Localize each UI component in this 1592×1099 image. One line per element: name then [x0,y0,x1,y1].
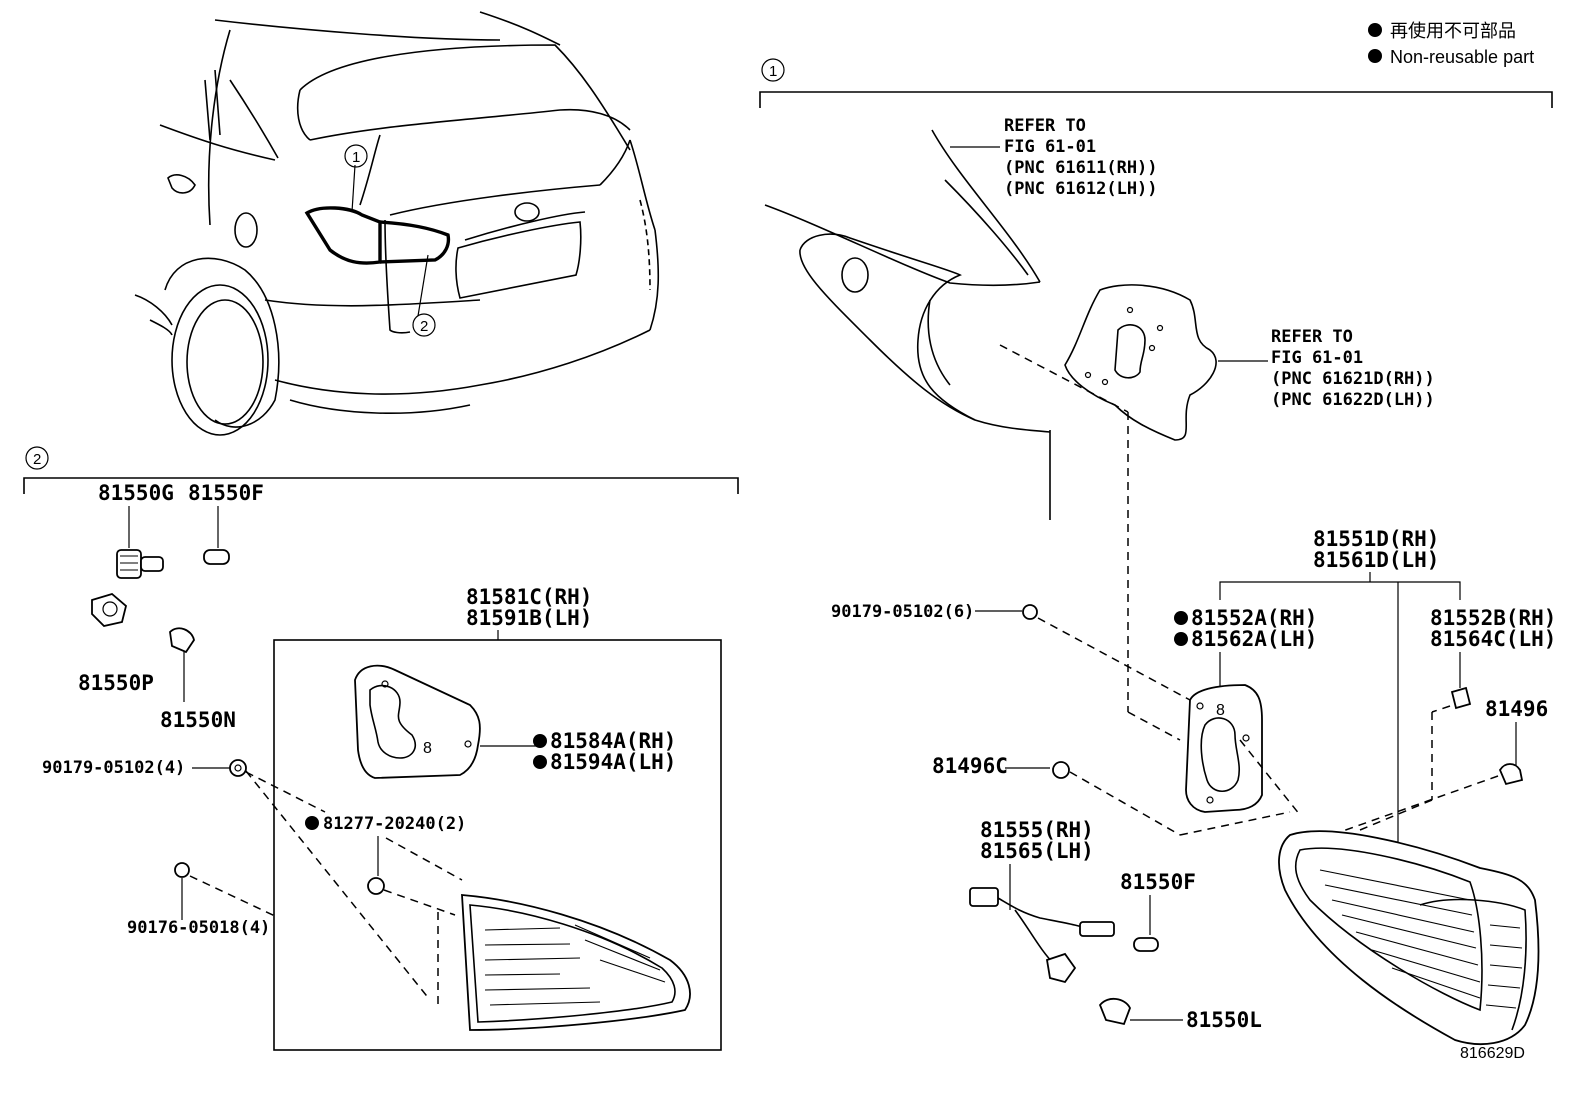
body-panel [764,129,1051,520]
svg-text:8: 8 [1216,702,1225,719]
non-reusable-dot-icon [533,755,547,769]
refer-note-lower: REFER TO FIG 61-01 (PNC 61621D(RH)) (PNC… [1271,327,1435,410]
refer-upper-line4: (PNC 61612(LH)) [1004,179,1158,199]
rear-lamp-body [1278,830,1540,1045]
refer-lower-line4: (PNC 61622D(LH)) [1271,390,1435,410]
refer-upper-line2: FIG 61-01 [1004,137,1096,157]
refer-note-upper: REFER TO FIG 61-01 (PNC 61611(RH)) (PNC … [1004,116,1158,199]
bulb-81550n: 81550N [160,627,236,732]
label-81562a: 81562A(LH) [1191,627,1317,651]
wire-harness-81555: 81555(RH) 81565(LH) [969,818,1115,984]
inner-lamp-assembly-box: 81581C(RH) 81591B(LH) [273,585,722,1051]
non-reusable-dot-icon [1174,611,1188,625]
svg-text:2: 2 [33,451,41,468]
socket-81550p: 81550P [78,592,154,695]
callout-1-car: 1 [344,144,368,168]
label-81561d: 81561D(LH) [1313,548,1439,572]
screw-90179-left: 90179-05102(4) [42,758,326,813]
section-2-bracket: 2 [23,446,739,494]
clip-90176: 90176-05018(4) [127,862,276,938]
rear-lamp-assembly-label: 81551D(RH) 81561D(LH) [1219,527,1461,850]
bulb-81550f-right: 81550F [1120,870,1196,952]
label-81496c: 81496C [932,754,1008,778]
clip-81496: 81496 [1339,697,1548,833]
figure-code: 816629D [1460,1045,1525,1062]
label-81591b: 81591B(LH) [466,606,592,630]
label-81550n: 81550N [160,708,236,732]
label-81551d: 81551D(RH) [1313,527,1439,551]
svg-text:8: 8 [423,740,432,757]
nut-81277: 81277-20240(2) [305,814,466,916]
svg-text:1: 1 [769,63,777,80]
refer-upper-line3: (PNC 61611(RH)) [1004,158,1158,178]
legend-en: Non-reusable part [1390,47,1534,67]
label-81550l: 81550L [1186,1008,1262,1032]
label-81564c: 81564C(LH) [1430,627,1556,651]
label-81550p: 81550P [78,671,154,695]
screw-90179-right: 90179-05102(6) [831,602,1191,701]
label-81581c: 81581C(RH) [466,585,592,609]
label-81584a: 81584A(RH) [550,729,676,753]
non-reusable-dot-icon [1368,23,1382,37]
gasket-81584a: 8 81584A(RH) 81594A(LH) [354,664,676,779]
label-81552b: 81552B(RH) [1430,606,1556,630]
label-90179-4: 90179-05102(4) [42,758,185,778]
label-81496: 81496 [1485,697,1548,721]
bulb-81550f-left: 81550F [188,481,264,565]
legend: 再使用不可部品 Non-reusable part [1368,21,1534,67]
callout-2-car: 2 [412,313,436,337]
label-90179-6: 90179-05102(6) [831,602,974,622]
label-81277: 81277-20240(2) [323,814,466,834]
gasket-81552a: 81552A(RH) 81562A(LH) 8 [1174,606,1317,813]
bulb-81550l: 81550L [1098,998,1262,1032]
inner-lamp-body [437,894,691,1031]
refer-upper-line1: REFER TO [1004,116,1086,136]
label-81550f-left: 81550F [188,481,264,505]
label-81555: 81555(RH) [980,818,1094,842]
svg-text:1: 1 [352,149,360,166]
section-1-bracket: 1 [759,58,1553,108]
non-reusable-dot-icon [1174,632,1188,646]
refer-lower-line2: FIG 61-01 [1271,348,1363,368]
label-81565: 81565(LH) [980,839,1094,863]
non-reusable-dot-icon [305,816,319,830]
inner-panel [999,284,1268,741]
label-81550f-right: 81550F [1120,870,1196,894]
non-reusable-dot-icon [533,734,547,748]
label-90176-4: 90176-05018(4) [127,918,270,938]
vehicle-rear-view [134,11,660,436]
label-81552a: 81552A(RH) [1191,606,1317,630]
label-81594a: 81594A(LH) [550,750,676,774]
legend-jp: 再使用不可部品 [1390,21,1516,41]
clip-81496c: 81496C [932,739,1301,836]
bulb-81550g: 81550G [98,481,174,579]
label-81550g: 81550G [98,481,174,505]
seal-81552b: 81552B(RH) 81564C(LH) [1359,606,1556,831]
refer-lower-line3: (PNC 61621D(RH)) [1271,369,1435,389]
refer-lower-line1: REFER TO [1271,327,1353,347]
non-reusable-dot-icon [1368,49,1382,63]
svg-text:2: 2 [420,318,428,335]
